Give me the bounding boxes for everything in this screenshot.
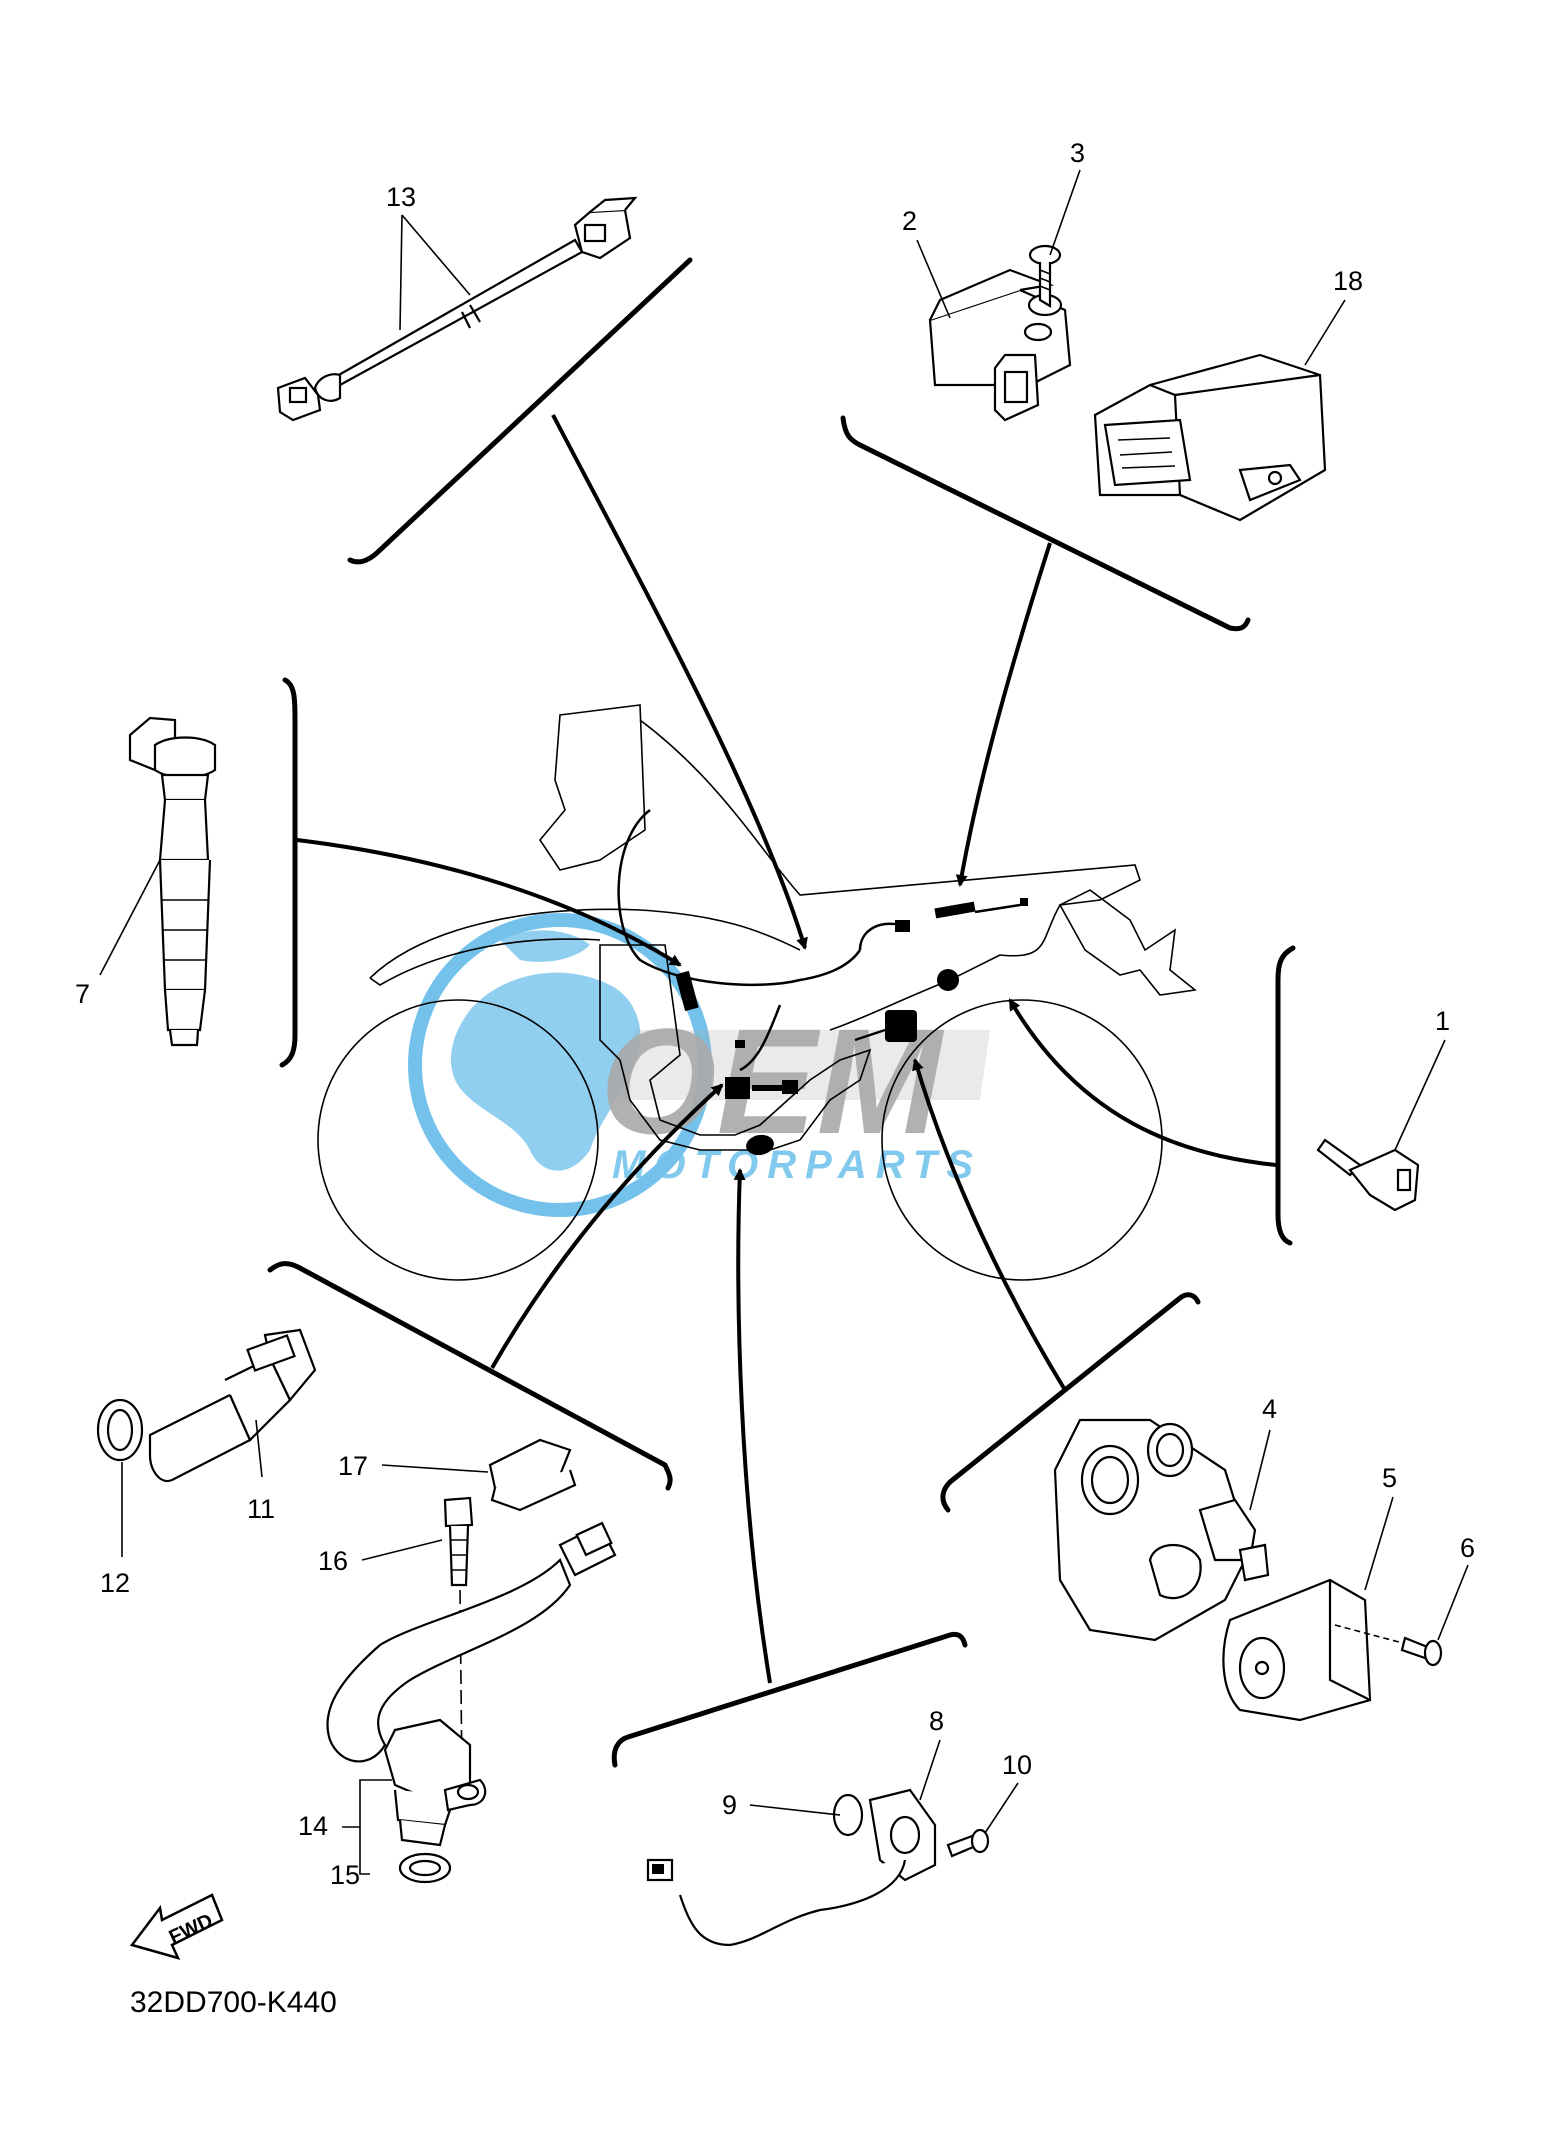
callout-17: 17 bbox=[338, 1451, 368, 1481]
part-3-screw bbox=[1028, 244, 1062, 308]
part-2-sensor bbox=[928, 268, 1072, 422]
part-7-ignition-coil bbox=[128, 716, 217, 1047]
callout-8: 8 bbox=[929, 1706, 944, 1736]
part-13-wire-lead bbox=[276, 196, 638, 422]
callout-10: 10 bbox=[1002, 1750, 1032, 1780]
part-12-gasket bbox=[96, 1398, 144, 1462]
part-4-throttle-body bbox=[1053, 1418, 1270, 1642]
callout-14: 14 bbox=[298, 1811, 328, 1841]
callout-12: 12 bbox=[100, 1568, 130, 1598]
part-14-crank-sensor bbox=[326, 1521, 617, 1847]
part-17-clamp bbox=[488, 1438, 577, 1512]
diagram-code: 32DD700-K440 bbox=[130, 1986, 337, 2019]
part-6-screw bbox=[1400, 1636, 1443, 1667]
callout-6: 6 bbox=[1460, 1533, 1475, 1563]
callout-9: 9 bbox=[722, 1790, 737, 1820]
callout-11: 11 bbox=[247, 1494, 275, 1524]
callout-15: 15 bbox=[330, 1860, 360, 1890]
part-11-temp-sensor bbox=[148, 1328, 317, 1483]
callout-2: 2 bbox=[902, 206, 917, 236]
callout-numbers: 13 3 2 18 7 1 11 12 17 16 14 15 4 5 6 8 … bbox=[75, 138, 1475, 1890]
callout-leaders bbox=[99, 169, 1469, 1875]
callout-13: 13 bbox=[386, 182, 416, 212]
part-1-sensor bbox=[1316, 1138, 1420, 1212]
part-8-speed-sensor bbox=[646, 1788, 937, 1947]
callout-5: 5 bbox=[1382, 1463, 1397, 1493]
part-18-ecu bbox=[1093, 353, 1327, 522]
callout-7: 7 bbox=[75, 979, 90, 1009]
part-5-throttle-sensor bbox=[1222, 1578, 1411, 1722]
part-10-bolt bbox=[946, 1828, 990, 1858]
watermark-sub: MOTORPARTS bbox=[612, 1143, 982, 1187]
callout-4: 4 bbox=[1262, 1394, 1277, 1424]
callout-18: 18 bbox=[1333, 266, 1363, 296]
leader-lines bbox=[267, 257, 1296, 1768]
callout-1: 1 bbox=[1435, 1006, 1450, 1036]
callout-16: 16 bbox=[318, 1546, 348, 1576]
part-15-o-ring bbox=[398, 1852, 452, 1884]
fwd-arrow-icon: FWD bbox=[129, 1893, 224, 1960]
watermark-logo: OEM MOTORPARTS bbox=[408, 913, 990, 1217]
callout-3: 3 bbox=[1070, 138, 1085, 168]
motorcycle-outline bbox=[317, 704, 1197, 1281]
